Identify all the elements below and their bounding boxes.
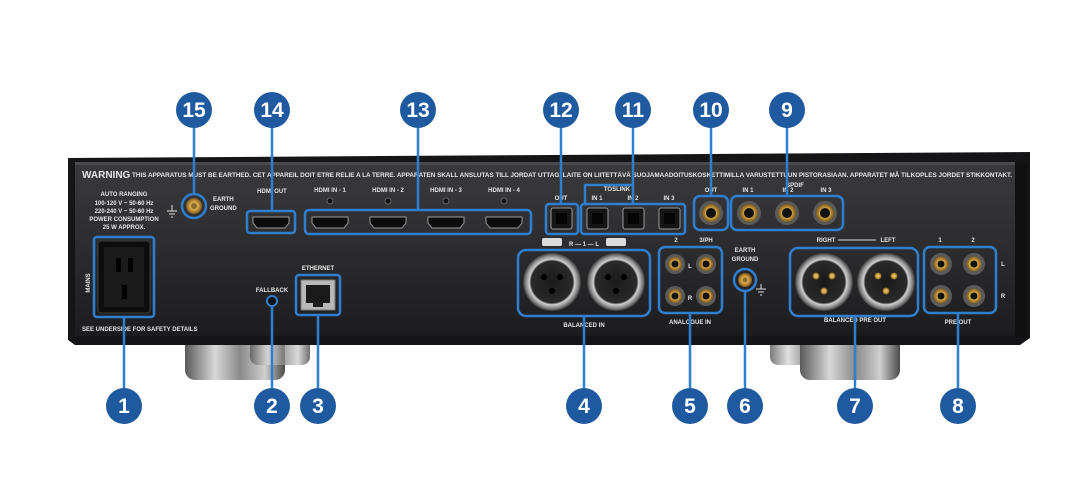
earth-ground-label-2: GROUND bbox=[210, 206, 237, 212]
analogue-in-top-3ph: 3/PH bbox=[699, 238, 712, 244]
svg-text:9: 9 bbox=[781, 99, 793, 122]
hdmi-in-3-label: HDMI IN - 3 bbox=[430, 188, 462, 194]
warning-text: THIS APPARATUS MUST BE EARTHED. CET APPA… bbox=[132, 170, 1012, 179]
power-line-2: 100-120 V ~ 50-60 Hz bbox=[95, 201, 154, 207]
callout-12: 12 bbox=[543, 92, 579, 128]
svg-text:8: 8 bbox=[952, 395, 964, 418]
callout-8: 8 bbox=[940, 388, 976, 424]
balanced-in-rl: R — 1 — L bbox=[569, 242, 599, 248]
hdmi-in-ports: HDMI IN - 1 HDMI IN - 2 HDMI IN - 3 HDMI… bbox=[303, 188, 533, 236]
analogue-in-l: L bbox=[688, 264, 692, 270]
toslink-label: TOSLINK bbox=[604, 187, 631, 193]
pre-out-ports: 1 2 L R PRE OUT bbox=[922, 238, 1006, 326]
svg-text:15: 15 bbox=[182, 99, 206, 122]
spdif-label: SPDIF bbox=[786, 183, 804, 189]
svg-text:5: 5 bbox=[684, 395, 696, 418]
hdmi-in-1-label: HDMI IN - 1 bbox=[314, 188, 346, 194]
hdmi-in-4-label: HDMI IN - 4 bbox=[488, 188, 520, 194]
callout-2: 2 bbox=[254, 388, 290, 424]
callout-5: 5 bbox=[672, 388, 708, 424]
safety-note: SEE UNDERSIDE FOR SAFETY DETAILS bbox=[82, 327, 197, 333]
svg-text:14: 14 bbox=[260, 99, 284, 122]
callout-1: 1 bbox=[106, 388, 142, 424]
mains-label: MAINS bbox=[86, 273, 92, 292]
power-info: AUTO RANGING 100-120 V ~ 50-60 Hz 220-24… bbox=[89, 192, 158, 231]
balanced-out-left: LEFT bbox=[881, 238, 896, 244]
pre-out-l: L bbox=[1001, 262, 1005, 268]
earth-ground-2-label-2: GROUND bbox=[732, 257, 759, 263]
svg-text:12: 12 bbox=[549, 99, 572, 122]
mains-socket: MAINS bbox=[86, 235, 156, 319]
toslink-in3-label: IN 3 bbox=[663, 196, 675, 202]
balanced-in-ports: R — 1 — L BALANCED IN bbox=[516, 238, 652, 329]
pre-out-r: R bbox=[1001, 294, 1006, 300]
analogue-in-r: R bbox=[688, 296, 693, 302]
svg-text:7: 7 bbox=[849, 395, 861, 418]
callout-10: 10 bbox=[693, 92, 729, 128]
callout-badges: 1 2 3 4 5 6 7 8 9 10 11 12 13 14 15 bbox=[106, 92, 976, 424]
earth-ground-label-1: EARTH bbox=[213, 197, 234, 203]
callout-11: 11 bbox=[615, 92, 651, 128]
callout-4: 4 bbox=[566, 388, 602, 424]
svg-text:10: 10 bbox=[699, 99, 722, 122]
ethernet-label: ETHERNET bbox=[302, 266, 335, 272]
callout-6: 6 bbox=[727, 388, 763, 424]
toslink-in1-label: IN 1 bbox=[591, 196, 603, 202]
earth-ground-2-label-1: EARTH bbox=[735, 248, 756, 254]
callout-14: 14 bbox=[254, 92, 290, 128]
svg-text:6: 6 bbox=[739, 395, 751, 418]
analogue-in-top-2: 2 bbox=[674, 238, 678, 244]
power-line-4: POWER CONSUMPTION bbox=[89, 217, 158, 223]
callout-9: 9 bbox=[769, 92, 805, 128]
pre-out-top-1: 1 bbox=[938, 238, 942, 244]
callout-13: 13 bbox=[400, 92, 436, 128]
hdmi-in-2-label: HDMI IN - 2 bbox=[372, 188, 404, 194]
warning-title: WARNING bbox=[82, 170, 131, 181]
fallback-label: FALLBACK bbox=[256, 288, 289, 294]
spdif-ports: SPDIF OUT IN 1 IN 2 IN 3 bbox=[692, 183, 845, 232]
svg-text:13: 13 bbox=[406, 99, 429, 122]
svg-text:2: 2 bbox=[266, 395, 278, 418]
callout-15: 15 bbox=[176, 92, 212, 128]
power-line-5: 25 W APPROX. bbox=[103, 225, 146, 231]
callout-3: 3 bbox=[300, 388, 336, 424]
balanced-out-right: RIGHT bbox=[817, 238, 836, 244]
svg-text:1: 1 bbox=[118, 395, 130, 418]
spdif-in1-label: IN 1 bbox=[742, 188, 754, 194]
spdif-in3-label: IN 3 bbox=[820, 188, 832, 194]
earth-ground-post-2: EARTH GROUND bbox=[732, 248, 766, 296]
svg-text:3: 3 bbox=[312, 395, 324, 418]
svg-text:4: 4 bbox=[578, 395, 590, 418]
callout-7: 7 bbox=[837, 388, 873, 424]
pre-out-top-2: 2 bbox=[971, 238, 975, 244]
leader-lines bbox=[122, 126, 960, 390]
spdif-in2-label: IN 2 bbox=[782, 188, 794, 194]
power-line-3: 220-240 V ~ 50-60 Hz bbox=[95, 209, 154, 215]
svg-text:11: 11 bbox=[622, 99, 645, 122]
power-line-1: AUTO RANGING bbox=[101, 192, 148, 198]
